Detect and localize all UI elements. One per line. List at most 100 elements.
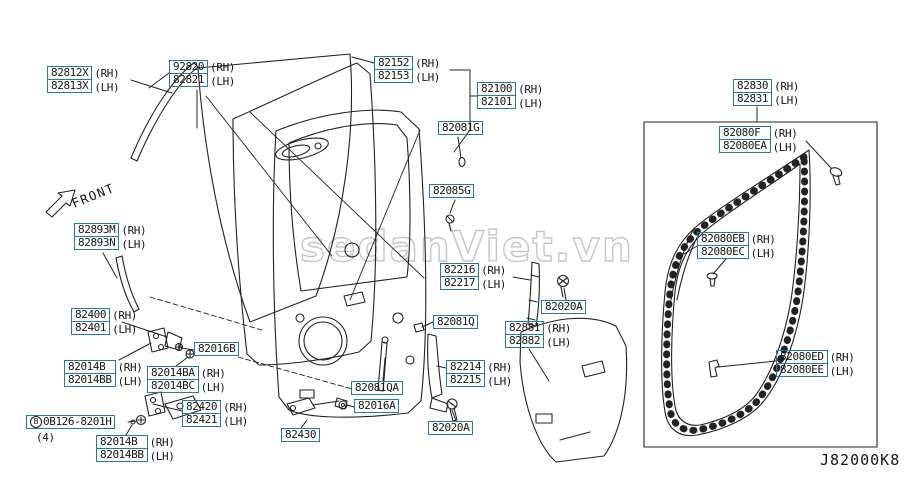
part-side: (RH): [829, 351, 855, 364]
part-label-box: 82081G: [438, 121, 484, 135]
part-number: 82100: [481, 82, 513, 95]
door-check: [286, 397, 348, 416]
part-number: 82081Q: [437, 315, 475, 328]
part-side-column: (RH)(LH): [773, 126, 798, 154]
part-label-82430: 82430: [281, 428, 321, 442]
part-label-box: 82081QA: [351, 381, 403, 395]
part-number: 82014BB: [65, 373, 115, 386]
lock-rod: [377, 336, 389, 392]
screw-82020a-lower: [446, 398, 458, 422]
part-number: 82420: [186, 400, 218, 413]
part-side: (RH): [210, 61, 236, 74]
door-inner-panel: [272, 109, 427, 418]
part-label-82016a: 82016A: [354, 399, 400, 413]
part-number: 82080EC: [698, 245, 748, 258]
part-side-column: (RH)(LH): [210, 60, 235, 88]
part-side-column: (RH)(LH): [415, 56, 440, 84]
part-number: 82401: [72, 321, 110, 334]
leader-lines: [102, 56, 832, 436]
part-label-box: 82016A: [354, 399, 400, 413]
part-side: (LH): [774, 93, 800, 107]
grommet-82080f: [829, 167, 843, 186]
screw-82085g: [445, 214, 455, 232]
part-number: 82085G: [433, 184, 471, 197]
rear-channel: [427, 333, 449, 413]
part-label-box: 82081Q: [433, 315, 479, 329]
part-number: 82882: [506, 334, 544, 347]
part-side: (LH): [94, 80, 120, 94]
part-number: 82893M: [78, 223, 116, 236]
part-number: 82153: [375, 69, 413, 82]
part-side: (LH): [415, 70, 441, 84]
part-side: (LH): [223, 414, 249, 428]
part-label-82081qa: 82081QA: [351, 381, 403, 395]
part-number: 82400: [75, 308, 107, 321]
part-side: (LH): [829, 364, 855, 378]
part-number: 82893N: [75, 236, 119, 249]
part-number: 82813X: [48, 79, 92, 92]
part-label-82081q: 82081Q: [433, 315, 479, 329]
part-label-box: 82020A: [428, 421, 474, 435]
part-side-column: (RH)(LH): [201, 366, 226, 394]
part-number: 82080EB: [701, 232, 745, 245]
part-number: 82216: [444, 263, 476, 276]
part-number: 82014B: [100, 435, 138, 448]
construction-lines: [149, 95, 425, 390]
part-side: (LH): [117, 374, 143, 388]
part-number: 82215: [447, 373, 485, 386]
part-side: (RH): [518, 83, 544, 96]
part-number: 82020A: [432, 421, 470, 434]
door-glass: [197, 53, 353, 323]
part-side: (RH): [546, 322, 572, 335]
part-number: 82080F: [723, 126, 761, 139]
part-side: (LH): [481, 277, 507, 291]
part-side: (LH): [750, 246, 776, 260]
part-number: 82016B: [198, 342, 236, 355]
part-number: 82821: [170, 73, 208, 86]
glass-run-strip: [130, 62, 199, 162]
part-side: (RH): [112, 309, 138, 322]
part-number: 82217: [441, 276, 479, 289]
part-count: (4): [36, 431, 55, 444]
part-side-column: (RH)(LH): [112, 308, 137, 336]
part-number: 82421: [183, 413, 221, 426]
diagram-code: J82000K8: [820, 451, 901, 469]
part-side-column: (RH)(LH): [546, 321, 571, 349]
part-label-82020a-upper: 82020A: [541, 300, 587, 314]
part-label-82016b: 82016B: [194, 342, 240, 356]
seal-clip-lower: [708, 359, 720, 378]
part-label-box: 82016B: [194, 342, 240, 356]
clip-82081q: [413, 322, 425, 333]
part-side: (RH): [223, 401, 249, 414]
part-number: 82016A: [358, 399, 396, 412]
part-number: 92820: [173, 60, 205, 73]
sealing-screen: [519, 317, 628, 463]
part-side: (LH): [121, 237, 147, 251]
clip-82016b: [174, 342, 184, 352]
part-side-column: (RH)(LH): [774, 79, 799, 107]
part-number: 82014BB: [97, 448, 147, 461]
part-side-column: (RH)(LH): [481, 263, 506, 291]
part-side: (LH): [518, 96, 544, 110]
part-number: 82020A: [545, 300, 583, 313]
grommet-82081g: [458, 156, 466, 168]
part-side: (RH): [200, 367, 226, 380]
